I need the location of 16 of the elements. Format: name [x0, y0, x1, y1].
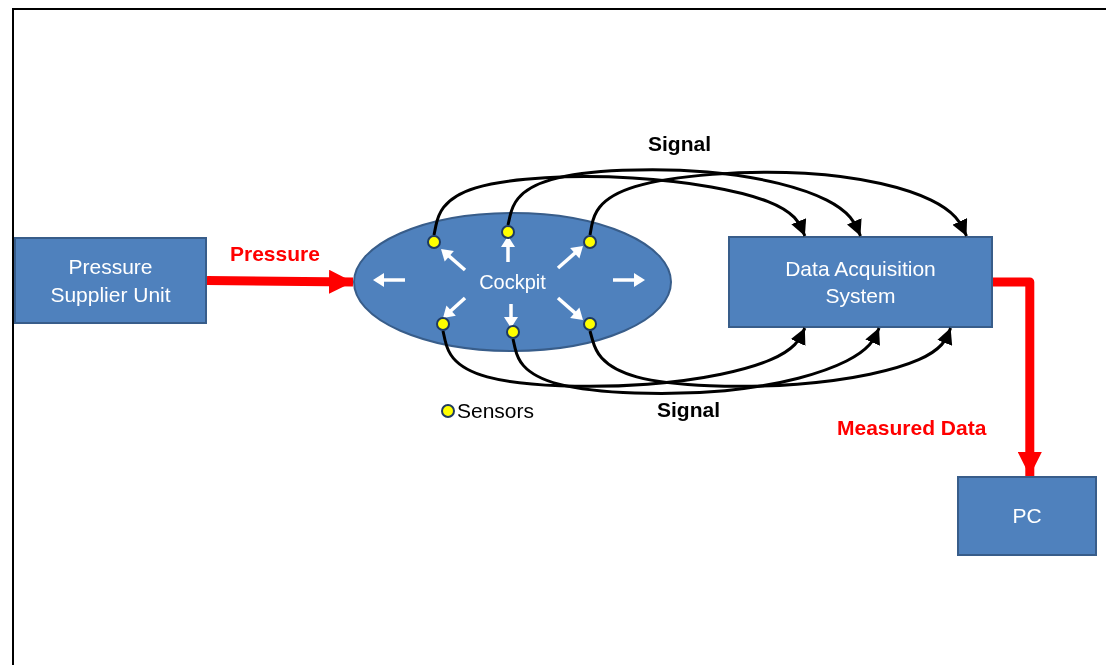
- arrow: [432, 175, 807, 237]
- node-label: Data Acquisition System: [784, 255, 937, 309]
- node-label: Cockpit: [479, 270, 546, 295]
- process-box: [14, 237, 207, 324]
- arrow: [441, 327, 807, 388]
- arrow: [506, 168, 862, 237]
- arrow: [588, 327, 953, 388]
- arrow: [511, 327, 881, 396]
- node-label: Pressure Supplier Unit: [49, 254, 172, 308]
- process-box: [957, 476, 1097, 556]
- arrow: [588, 170, 968, 237]
- cockpit-ellipse: [353, 212, 672, 352]
- arrow: [206, 269, 354, 294]
- legend-label: Sensors: [457, 399, 535, 423]
- node-label: PC: [1012, 503, 1042, 530]
- process-box: [728, 236, 993, 328]
